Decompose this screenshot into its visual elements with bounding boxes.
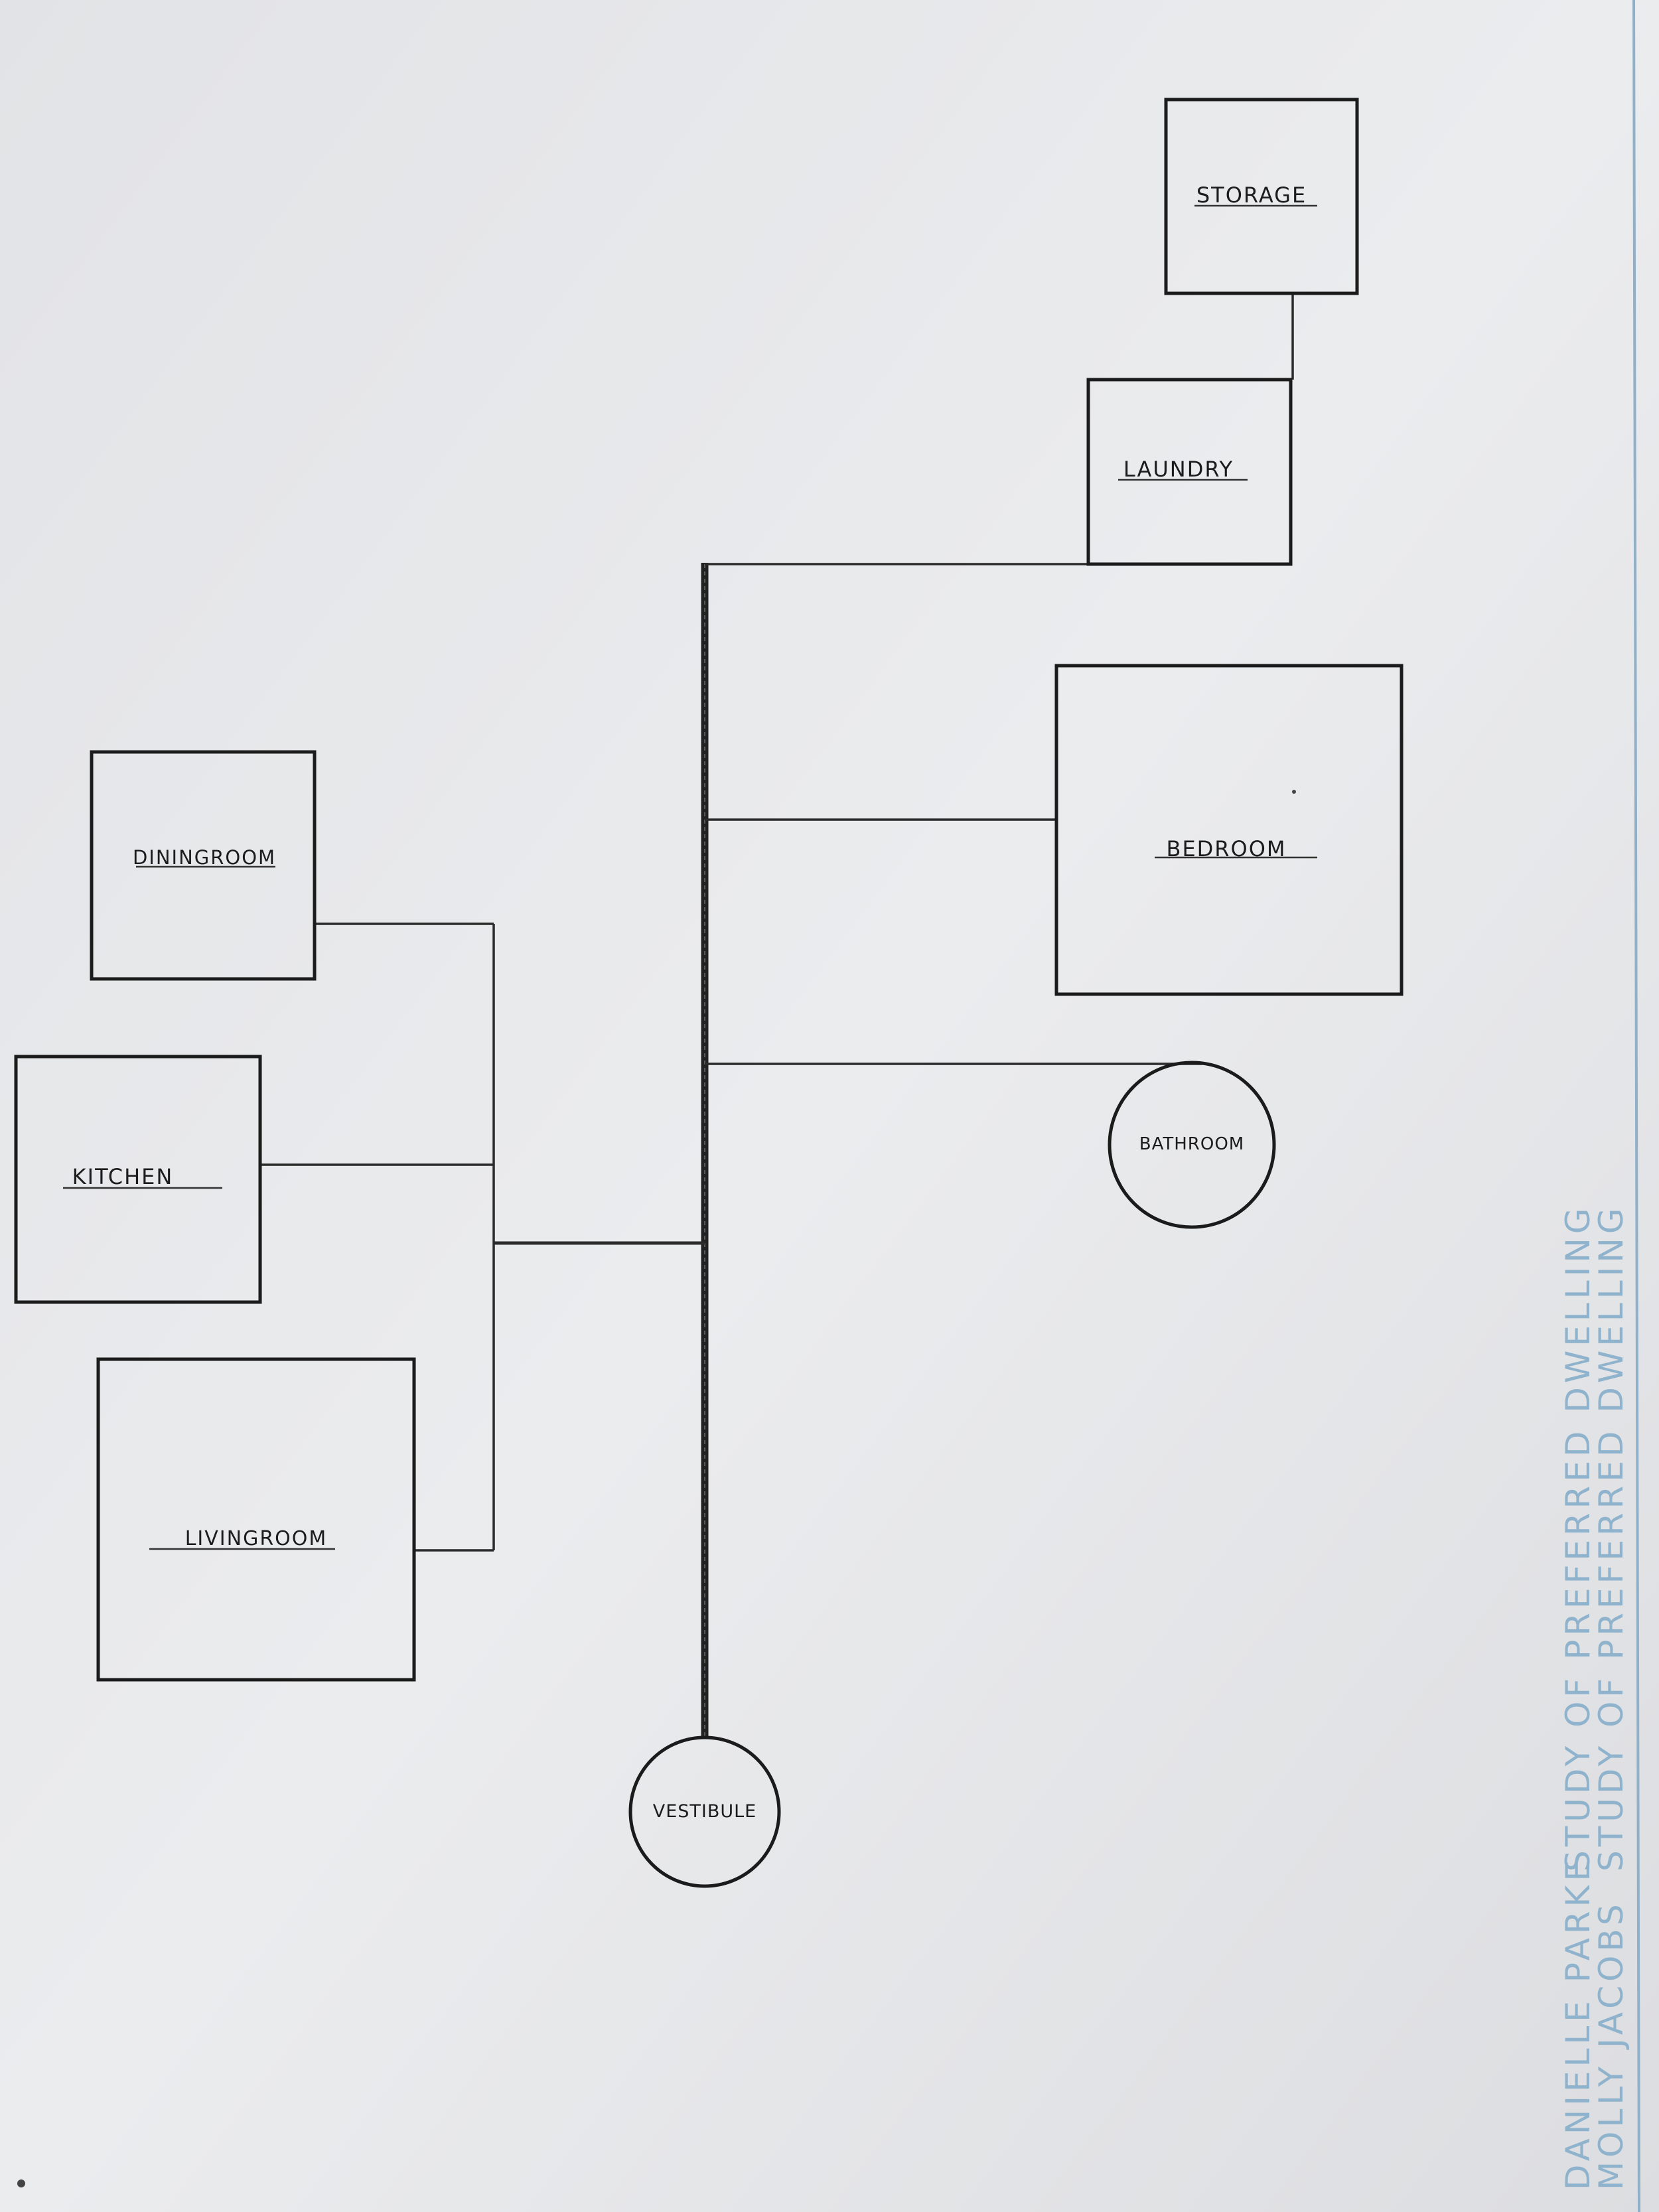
author-2: MOLLY JACOBS [1592, 1900, 1630, 2190]
left-collector [260, 922, 495, 1552]
room-bathroom: BATHROOM [1108, 1061, 1276, 1229]
room-label-storage: STORAGE [1196, 183, 1307, 208]
room-diningroom: DININGROOM [90, 750, 317, 981]
title-1: STUDY OF PREFERRED DWELLING [1559, 1204, 1597, 1872]
room-kitchen: KITCHEN [14, 1055, 262, 1304]
title-block: DANIELLE PARKE MOLLY JACOBS STUDY OF PRE… [1559, 1204, 1630, 2190]
room-label-kitchen: KITCHEN [72, 1164, 174, 1189]
room-bedroom: BEDROOM [1054, 664, 1404, 996]
room-livingroom: LIVINGROOM [96, 1357, 416, 1682]
room-label-livingroom: LIVINGROOM [185, 1527, 328, 1550]
pencil-dot [1292, 790, 1296, 794]
pencil-dot [17, 2179, 25, 2187]
room-label-vestibule: VESTIBULE [653, 1801, 757, 1822]
room-label-diningroom: DININGROOM [133, 846, 276, 869]
room-storage: STORAGE [1164, 98, 1359, 295]
margin-line [1632, 0, 1640, 2212]
room-label-bathroom: BATHROOM [1139, 1134, 1244, 1154]
author-1: DANIELLE PARKE [1559, 1856, 1597, 2190]
room-laundry: LAUNDRY [1086, 378, 1293, 566]
room-vestibule: VESTIBULE [628, 1735, 781, 1888]
room-label-laundry: LAUNDRY [1123, 457, 1234, 482]
title-2: STUDY OF PREFERRED DWELLING [1592, 1204, 1630, 1872]
